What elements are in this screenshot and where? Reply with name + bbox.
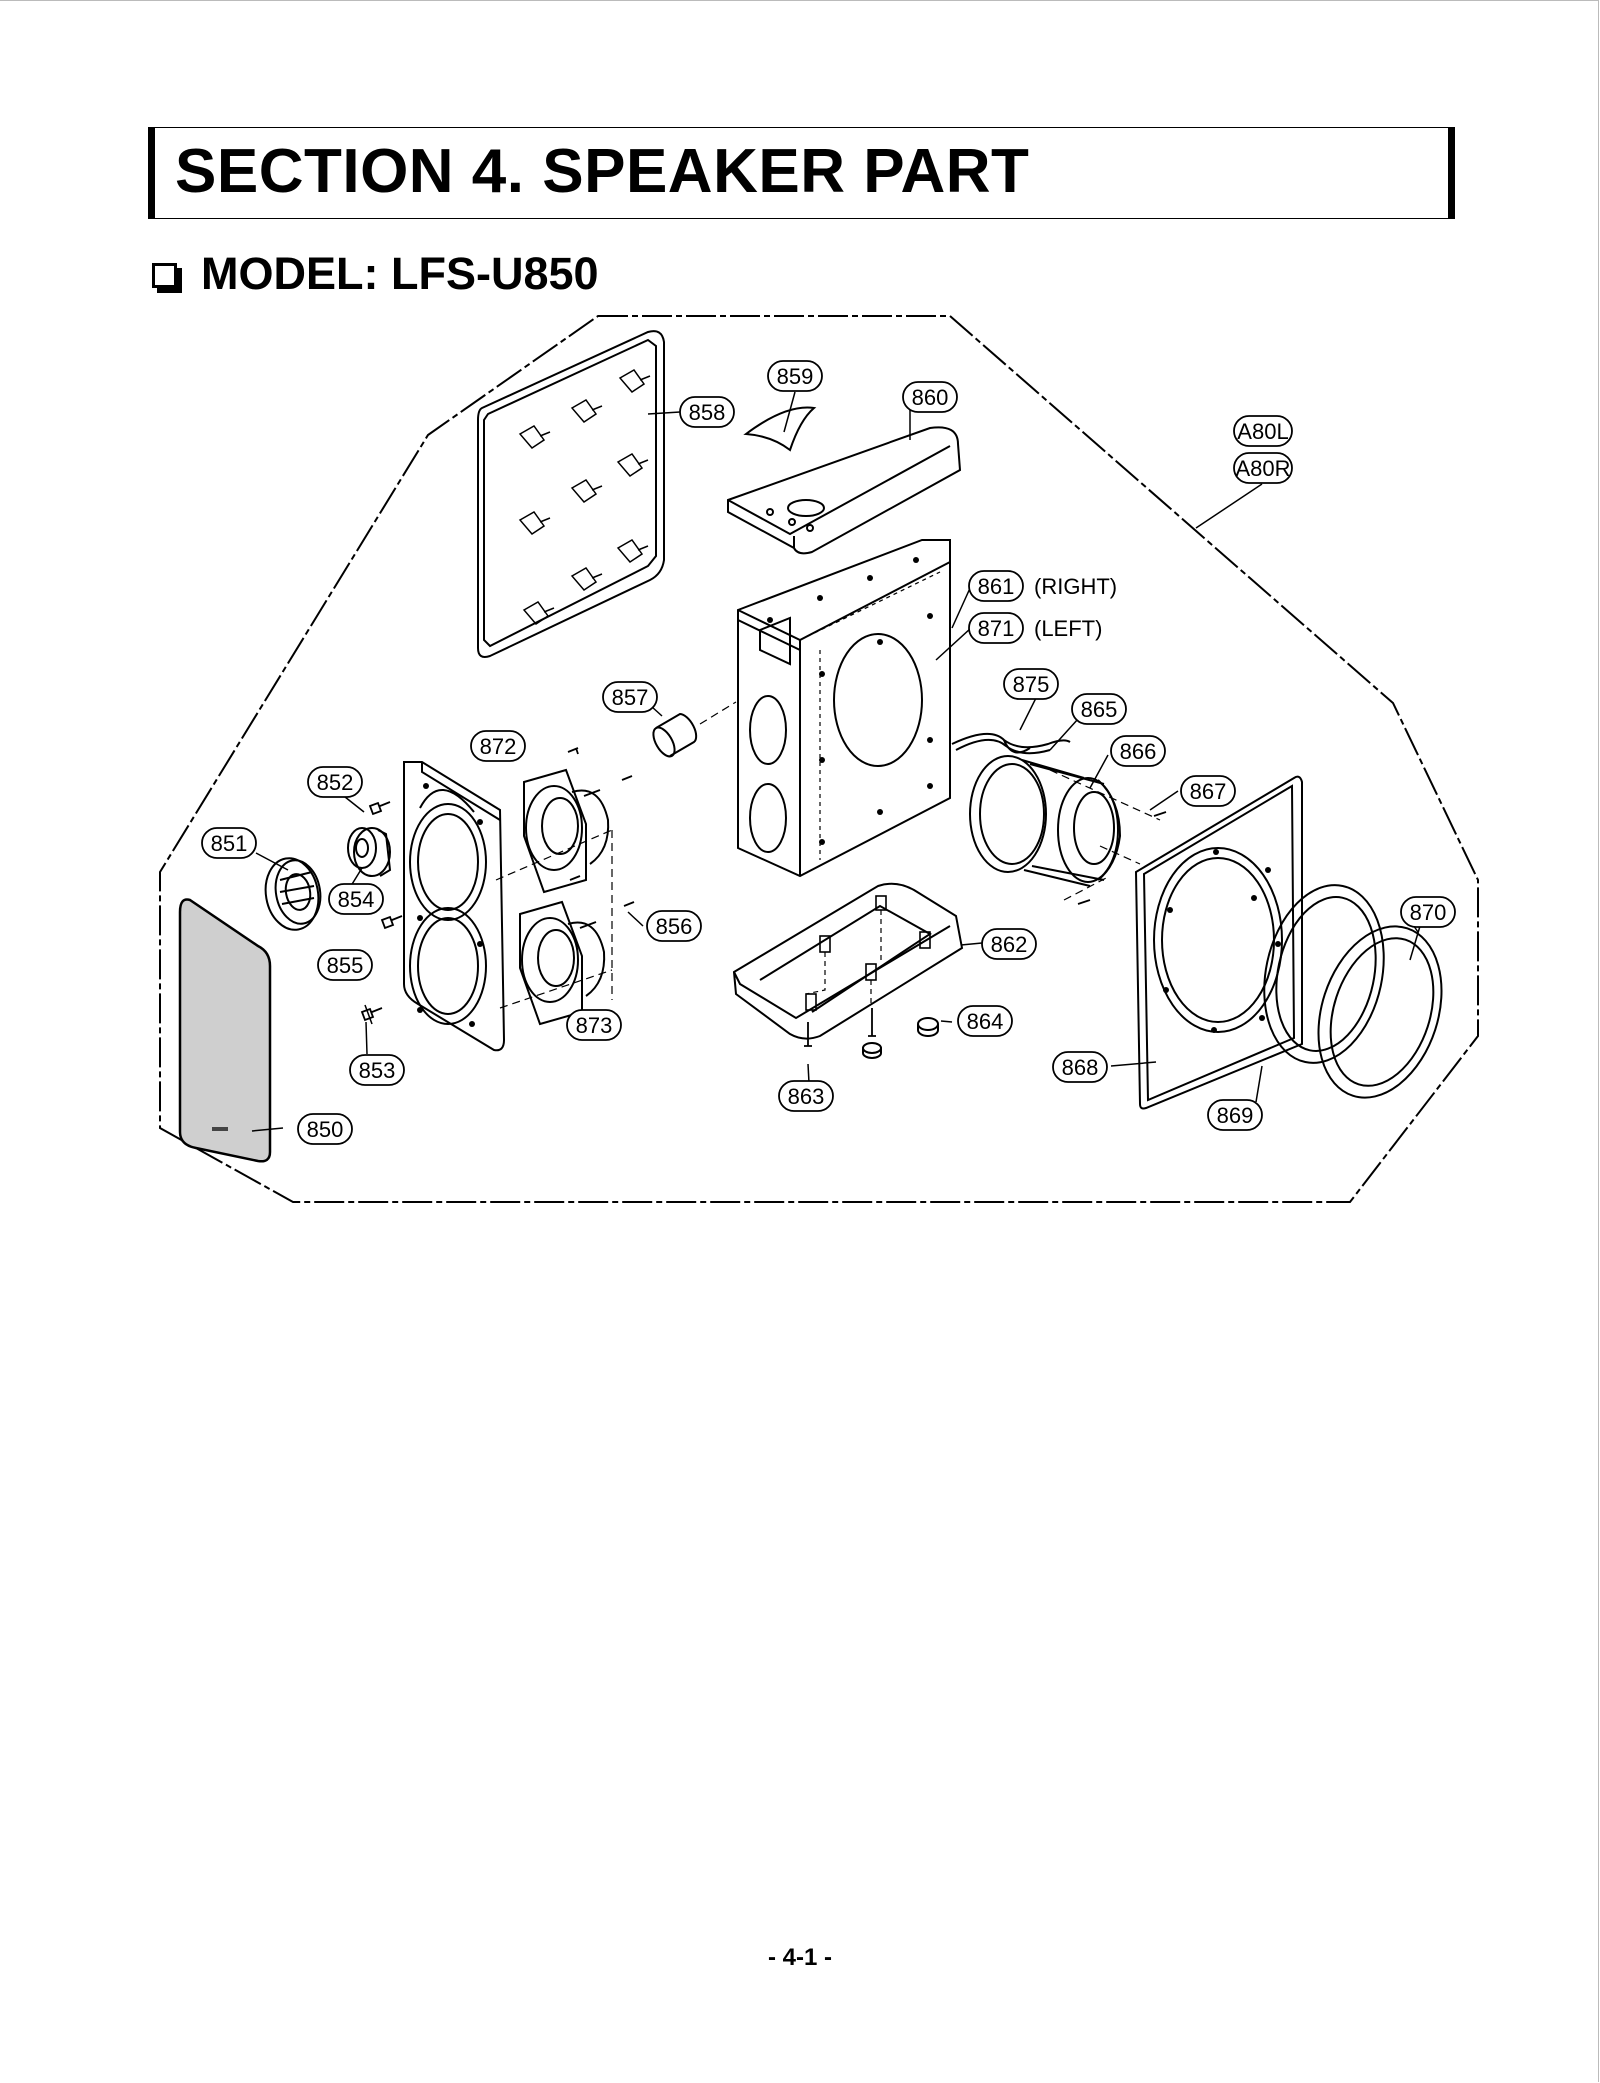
callout-857: 857 [602, 681, 658, 713]
svg-text:861: 861 [978, 574, 1015, 599]
callout-871: 871 [968, 612, 1024, 644]
callouts: 850 851 852 853 854 855 856 857 [201, 360, 1456, 1145]
svg-text:864: 864 [967, 1009, 1004, 1034]
front-baffle-part [403, 761, 506, 1052]
svg-text:855: 855 [327, 953, 364, 978]
callout-a80l: A80L [1233, 415, 1293, 447]
base-plate-part [732, 882, 964, 1040]
rear-baffle-part [1134, 775, 1303, 1110]
tweeter-part [347, 827, 392, 877]
svg-text:873: 873 [576, 1013, 613, 1038]
rear-panel-part [477, 330, 665, 658]
callout-862: 862 [981, 928, 1037, 960]
midrange-lower-part [519, 900, 606, 1026]
svg-text:854: 854 [338, 887, 375, 912]
svg-text:867: 867 [1190, 779, 1227, 804]
diagram-frame [159, 315, 1479, 1203]
svg-text:850: 850 [307, 1117, 344, 1142]
callout-851: 851 [201, 827, 257, 859]
callout-867: 867 [1180, 775, 1236, 807]
svg-text:875: 875 [1013, 672, 1050, 697]
svg-text:A80L: A80L [1237, 419, 1288, 444]
callout-870: 870 [1400, 896, 1456, 928]
svg-text:852: 852 [317, 770, 354, 795]
callout-861: 861 [968, 570, 1024, 602]
foot-pads-part [862, 1017, 939, 1059]
callout-852: 852 [307, 766, 363, 798]
callout-860: 860 [902, 381, 958, 413]
svg-text:851: 851 [211, 831, 248, 856]
svg-text:865: 865 [1081, 697, 1118, 722]
svg-text:871: 871 [978, 616, 1015, 641]
callout-855: 855 [317, 949, 373, 981]
callout-859: 859 [767, 360, 823, 392]
callout-850: 850 [297, 1113, 353, 1145]
page-number: - 4-1 - [767, 1944, 832, 1971]
svg-text:856: 856 [656, 914, 693, 939]
callout-868: 868 [1052, 1051, 1108, 1083]
callout-873: 873 [566, 1009, 622, 1041]
wire-harness-part [951, 733, 1071, 755]
callout-858: 858 [679, 396, 735, 428]
callout-865: 865 [1071, 693, 1127, 725]
svg-text:853: 853 [359, 1058, 396, 1083]
svg-text:868: 868 [1062, 1055, 1099, 1080]
note-right: (RIGHT) [1034, 574, 1117, 599]
rear-grille-ring-part [1317, 925, 1443, 1099]
callout-854: 854 [328, 883, 384, 915]
front-grille-part [178, 898, 272, 1163]
checkbox-icon [152, 262, 177, 288]
svg-text:857: 857 [612, 685, 649, 710]
svg-text:862: 862 [991, 932, 1028, 957]
tweeter-ring-part [264, 857, 322, 931]
callout-872: 872 [470, 730, 526, 762]
svg-text:872: 872 [480, 734, 517, 759]
callout-875: 875 [1003, 668, 1059, 700]
note-left: (LEFT) [1034, 616, 1102, 641]
section-title: SECTION 4. SPEAKER PART [175, 137, 1030, 206]
clip-part [743, 406, 817, 452]
callout-866: 866 [1110, 735, 1166, 767]
gasket-ring-part [1263, 884, 1385, 1064]
callout-853: 853 [349, 1054, 405, 1086]
top-cover-part [727, 426, 962, 555]
svg-text:859: 859 [777, 364, 814, 389]
callout-856: 856 [646, 910, 702, 942]
svg-text:858: 858 [689, 400, 726, 425]
enclosure-box-part [737, 539, 951, 878]
port-tube-part [652, 701, 737, 758]
section-header: SECTION 4. SPEAKER PART [148, 127, 1455, 219]
callout-864: 864 [957, 1005, 1013, 1037]
callout-869: 869 [1207, 1099, 1263, 1131]
model-title: MODEL: LFS-U850 [201, 248, 599, 299]
svg-text:870: 870 [1410, 900, 1447, 925]
leader-lines [251, 391, 1429, 1132]
screws [360, 747, 1167, 1047]
svg-text:860: 860 [912, 385, 949, 410]
svg-text:A80R: A80R [1235, 456, 1290, 481]
callout-863: 863 [778, 1080, 834, 1112]
callout-a80r: A80R [1233, 452, 1293, 484]
woofer-part [969, 755, 1122, 887]
svg-text:869: 869 [1217, 1103, 1254, 1128]
midrange-upper-part [523, 768, 610, 894]
svg-text:863: 863 [788, 1084, 825, 1109]
model-heading: MODEL: LFS-U850 [152, 244, 599, 304]
svg-text:866: 866 [1120, 739, 1157, 764]
